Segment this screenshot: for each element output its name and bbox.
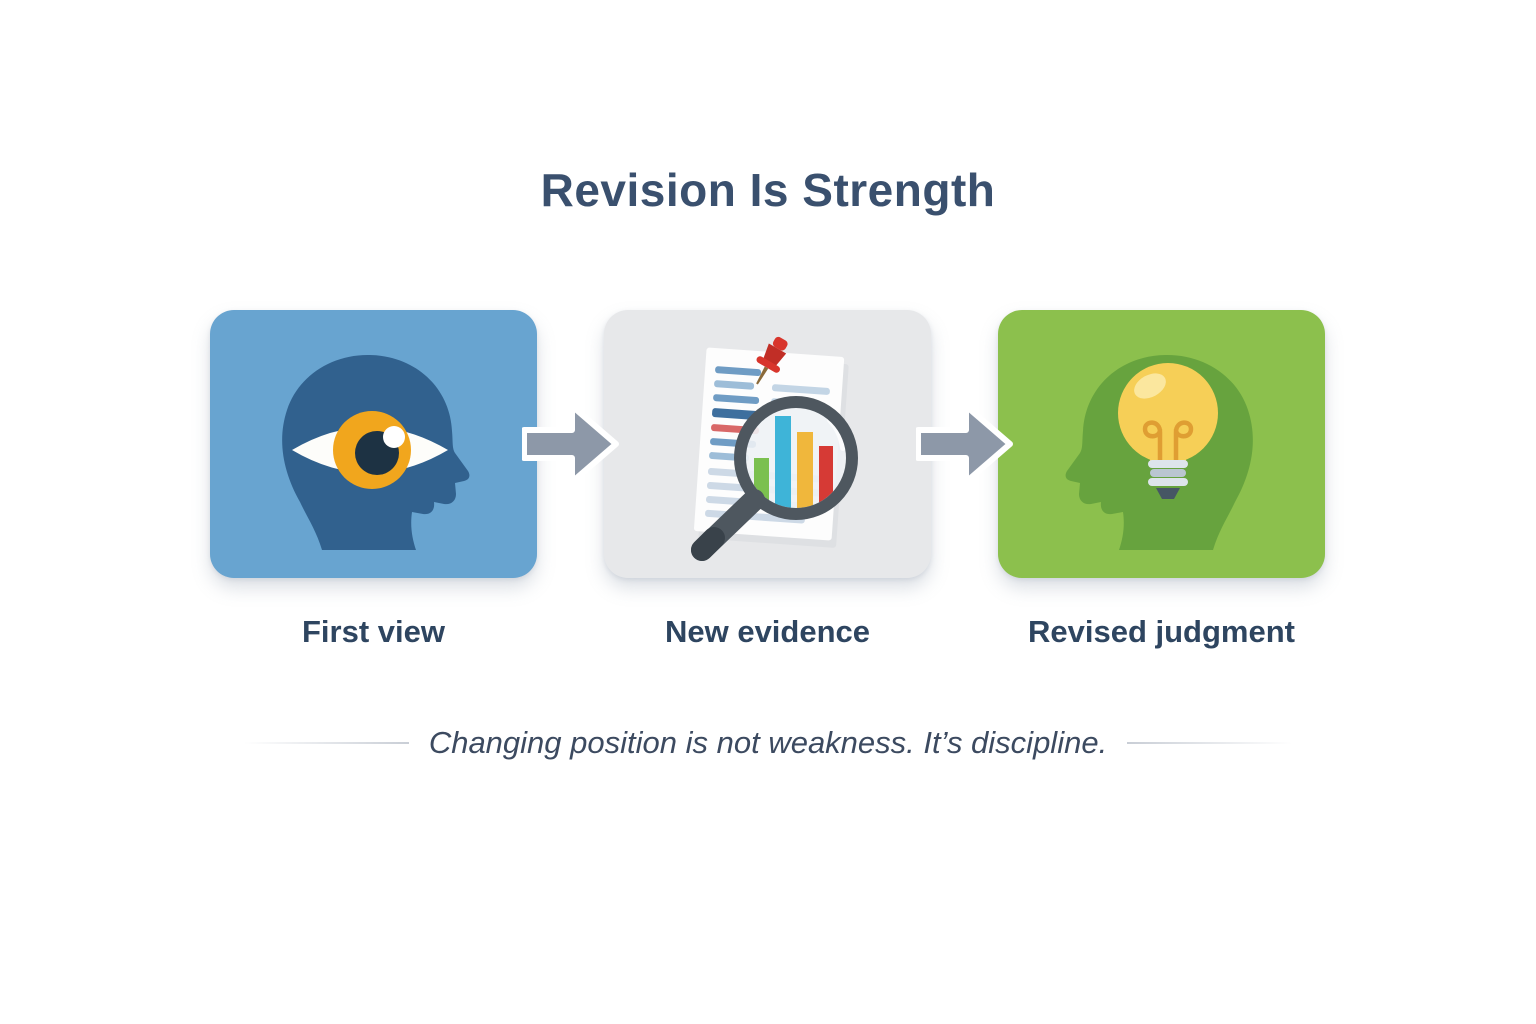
panel-revised-judgment: [998, 310, 1325, 578]
label-first-view: First view: [302, 614, 445, 649]
panel-first-view: [210, 310, 537, 578]
head-with-lightbulb-icon: [1065, 354, 1253, 550]
step-labels: First view New evidence Revised judgment: [210, 614, 1325, 650]
page-title: Revision Is Strength: [540, 164, 996, 216]
quote-text: Changing position is not weakness. It’s …: [428, 725, 1108, 760]
arrow-1: [521, 310, 619, 578]
lightbulb-icon: [1118, 363, 1218, 499]
magnifier-glass: [691, 396, 858, 561]
right-arrow-icon: [521, 403, 619, 485]
head-with-eye-icon: [282, 354, 470, 550]
flow-diagram: [210, 310, 1325, 578]
pushpin-icon: [756, 336, 788, 385]
arrow-2: [915, 310, 1013, 578]
divider-line-right: [1127, 742, 1293, 744]
panel-new-evidence: [604, 310, 931, 578]
label-new-evidence: New evidence: [664, 614, 871, 649]
label-revised-judgment: Revised judgment: [1028, 614, 1295, 649]
divider-line-left: [243, 742, 409, 744]
document-magnifier-icon: [691, 336, 858, 561]
right-arrow-icon: [915, 403, 1013, 485]
footer-quote: Changing position is not weakness. It’s …: [0, 714, 1536, 772]
